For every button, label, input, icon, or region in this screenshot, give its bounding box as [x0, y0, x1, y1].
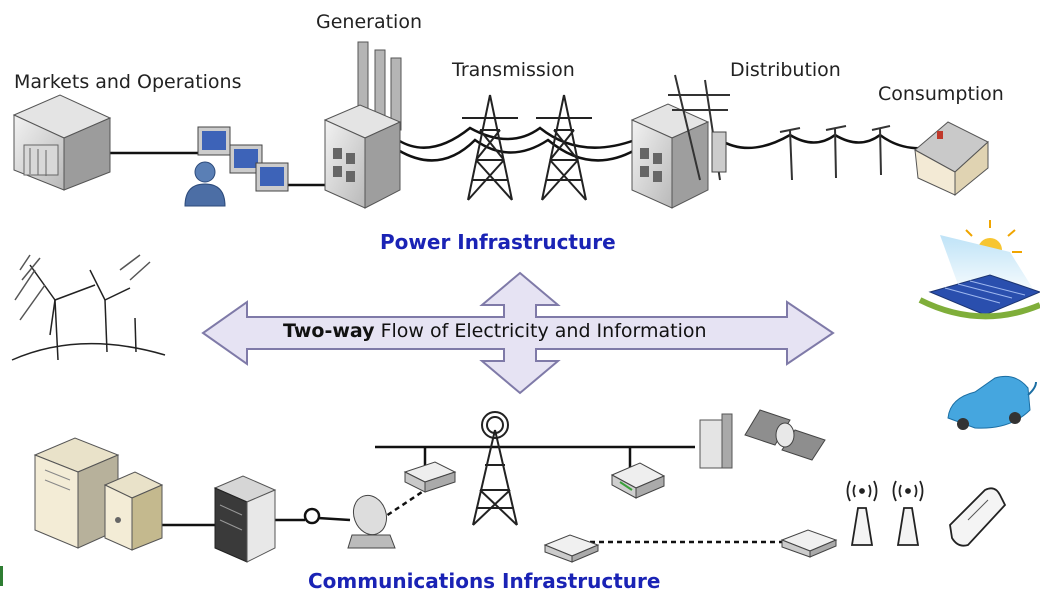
flow-caption-rest: Flow of Electricity and Information: [374, 320, 707, 342]
solar-panel-icon: [918, 220, 1040, 320]
wind-turbines-icon: [11, 254, 166, 361]
modem-icon: [780, 529, 838, 558]
satellite-dish-icon: [347, 494, 396, 549]
electric-car-icon: [947, 375, 1037, 430]
transmission-label: Transmission: [452, 59, 575, 81]
transmission-tower-icon: [462, 94, 518, 201]
power-plant-icon: [323, 41, 402, 209]
network-cabinet-icon: [213, 475, 277, 563]
wireless-access-point-icon: [892, 480, 924, 546]
communications-tower-icon: [472, 411, 518, 526]
flow-caption-bold: Two-way: [283, 320, 375, 342]
market-building-icon: [12, 94, 112, 191]
consumption-label: Consumption: [878, 83, 1004, 105]
server-tower-icon: [103, 471, 164, 551]
distribution-label: Distribution: [730, 59, 841, 81]
generation-label: Generation: [316, 11, 422, 33]
communications-infrastructure-title: Communications Infrastructure: [308, 569, 661, 593]
house-icon: [914, 121, 989, 197]
modem-icon: [543, 534, 600, 563]
distribution-pole-icon: [779, 125, 891, 181]
router-icon: [610, 462, 666, 499]
markets-operations-label: Markets and Operations: [14, 71, 242, 93]
two-way-flow-arrow: [201, 271, 835, 395]
wireless-access-point-icon: [846, 480, 878, 546]
substation-icon: [630, 74, 730, 209]
flow-caption: Two-way Flow of Electricity and Informat…: [283, 320, 707, 342]
network-switch-icon: [403, 461, 457, 493]
operator-workstation-icon: [184, 126, 289, 207]
power-infrastructure-title: Power Infrastructure: [380, 230, 616, 254]
transmission-tower-icon: [536, 94, 592, 201]
server-tower-icon: [33, 437, 120, 549]
mobile-phone-icon: [949, 487, 1007, 547]
satellite-icon: [744, 409, 826, 461]
meter-box-icon: [699, 413, 733, 469]
corner-mark: [0, 566, 3, 586]
